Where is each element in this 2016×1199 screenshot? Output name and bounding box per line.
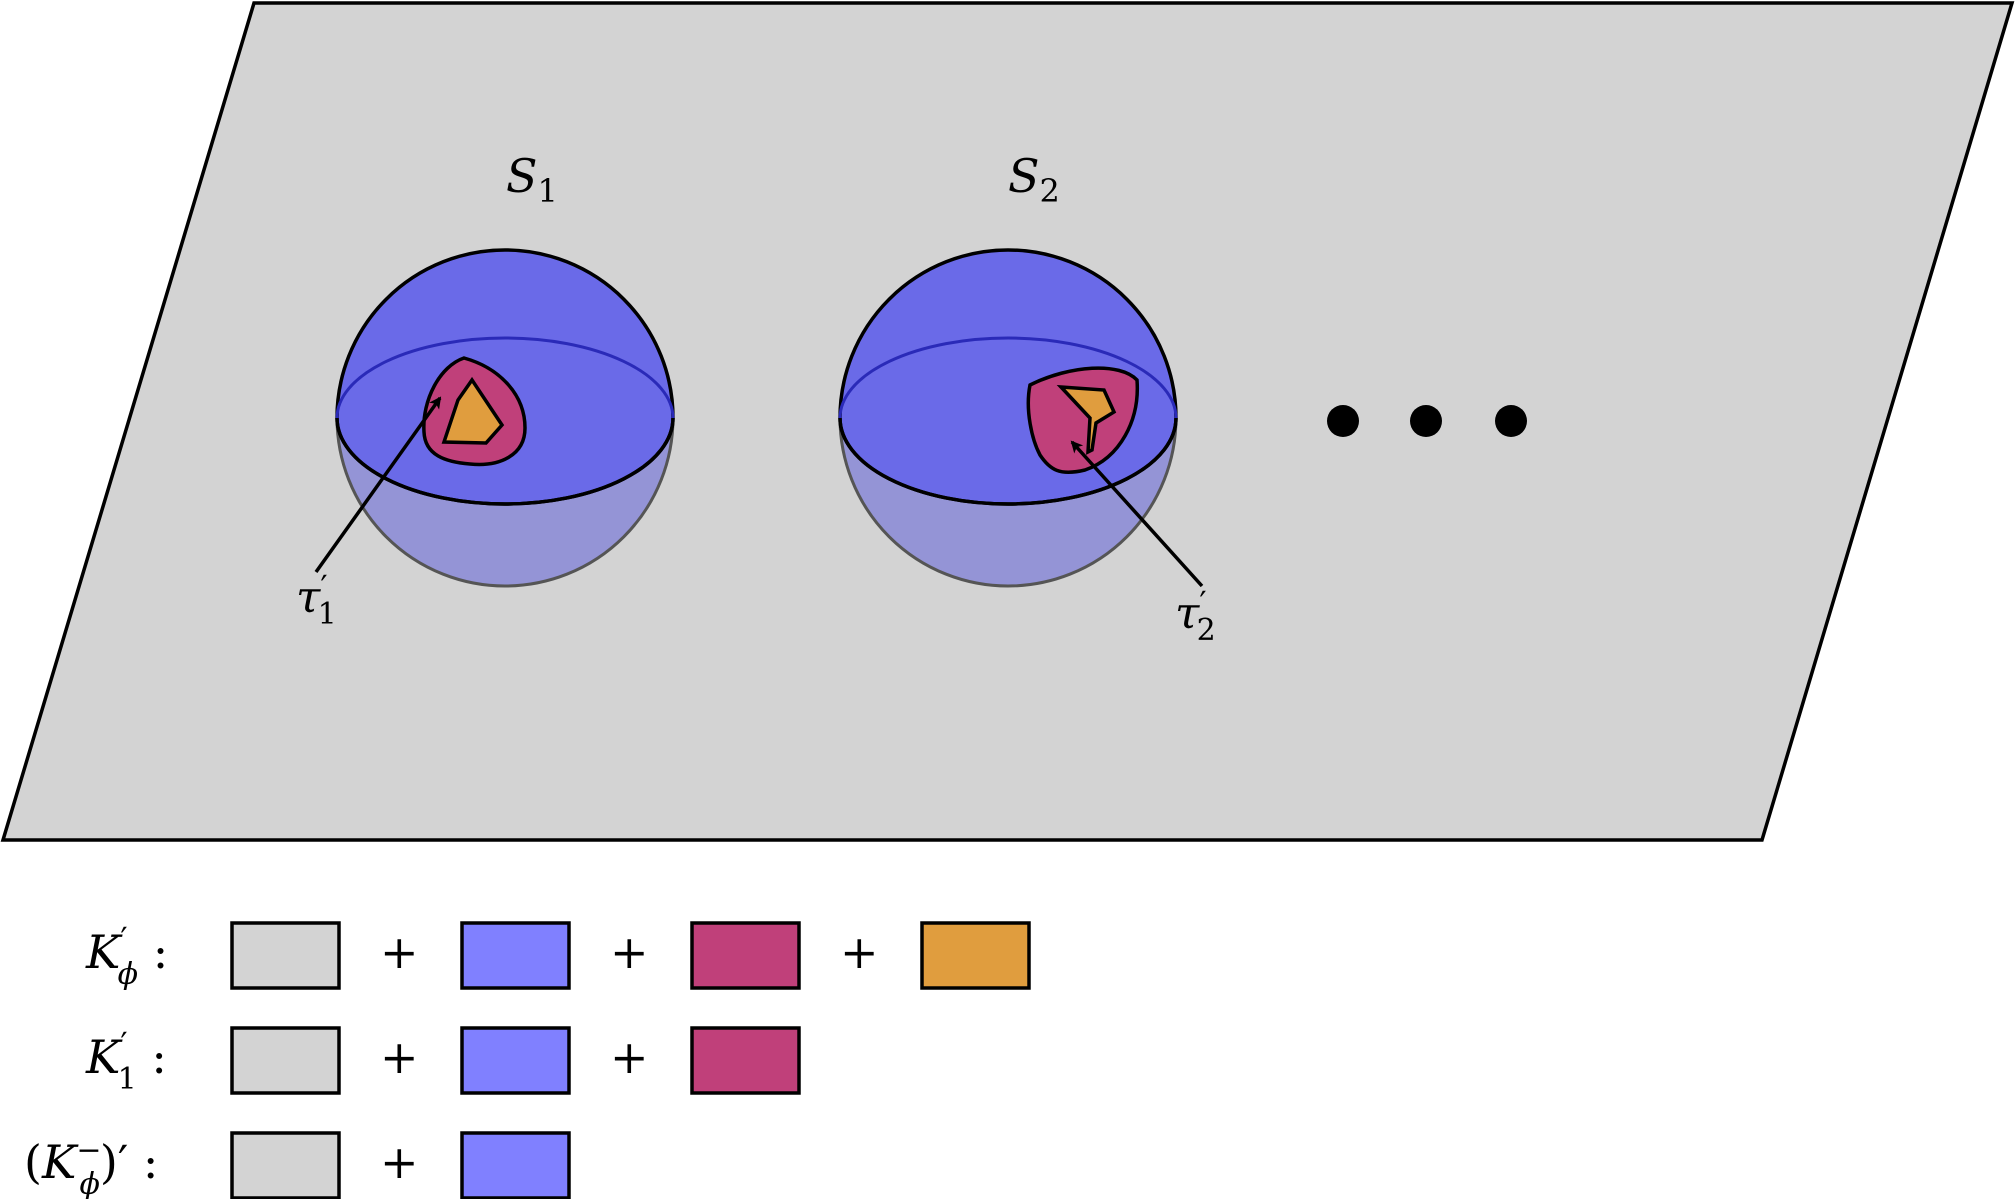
sphere-s2-front-equator bbox=[838, 417, 1178, 506]
sphere-s1-orange-region bbox=[441, 376, 505, 445]
legend-row1-plus: + bbox=[380, 925, 419, 979]
tau2-label: τ′2 bbox=[1175, 584, 1216, 648]
legend-row1-swatch-gray bbox=[230, 921, 341, 990]
sphere-s1-label: S1 bbox=[506, 149, 558, 210]
ellipsis-dots bbox=[1327, 405, 1527, 437]
legend-row2-label: K′1 : bbox=[85, 1025, 167, 1097]
legend-row3-swatch-gray bbox=[230, 1131, 341, 1199]
sphere-s2-back-equator bbox=[838, 336, 1178, 419]
legend-row1-label: K′ϕ : bbox=[85, 920, 168, 992]
sphere-s1-front-equator bbox=[335, 417, 675, 506]
legend-row2-plus: + bbox=[380, 1030, 419, 1084]
sphere-s1-back-equator bbox=[335, 336, 675, 419]
legend-row1-swatch-magenta bbox=[690, 921, 801, 990]
tau1-label: τ′1 bbox=[296, 568, 337, 632]
legend-row1-swatch-orange bbox=[920, 921, 1031, 990]
legend-row3-plus: + bbox=[380, 1135, 419, 1189]
sphere-s2-label: S2 bbox=[1008, 149, 1060, 210]
sphere-s2 bbox=[838, 248, 1178, 588]
sphere-s2-magenta-region bbox=[1026, 366, 1140, 475]
legend-row2-swatch-magenta bbox=[690, 1026, 801, 1095]
legend-row1-plus: + bbox=[840, 925, 879, 979]
ellipsis-dot bbox=[1495, 405, 1527, 437]
legend-row1-swatch-blue bbox=[460, 921, 571, 990]
legend-row2-plus: + bbox=[610, 1030, 649, 1084]
legend-row2-swatch-gray bbox=[230, 1026, 341, 1095]
ellipsis-dot bbox=[1410, 405, 1442, 437]
tau1-arrow bbox=[314, 396, 442, 574]
tau2-arrow bbox=[1070, 440, 1204, 588]
sphere-s2-orange-region bbox=[1056, 384, 1117, 455]
legend: K′ϕ : + + + K′1 : + + (K−ϕ)′ : + bbox=[24, 920, 1031, 1199]
legend-row3-swatch-blue bbox=[460, 1131, 571, 1199]
legend-row3-label: (K−ϕ)′ : bbox=[24, 1133, 158, 1199]
sphere-s1 bbox=[335, 248, 675, 588]
legend-row1-plus: + bbox=[610, 925, 649, 979]
ellipsis-dot bbox=[1327, 405, 1359, 437]
legend-row2-swatch-blue bbox=[460, 1026, 571, 1095]
